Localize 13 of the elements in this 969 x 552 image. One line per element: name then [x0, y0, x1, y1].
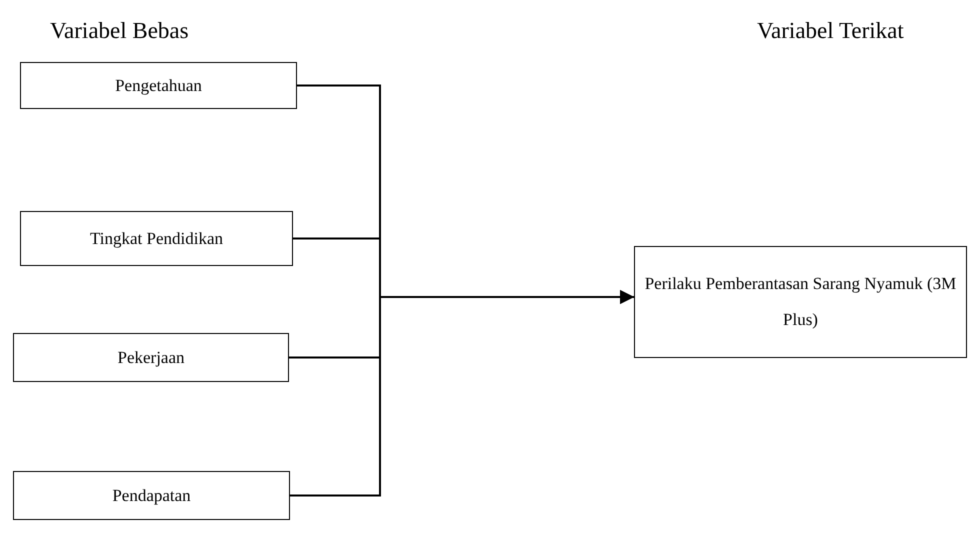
variable-box — [20, 211, 293, 266]
column-heading: Variabel Terikat — [757, 18, 904, 44]
variable-box — [20, 62, 297, 109]
column-heading: Variabel Bebas — [50, 18, 189, 44]
node-text: Pekerjaan — [117, 346, 185, 369]
node-text: Tingkat Pendidikan — [90, 228, 224, 250]
outcome-box — [634, 246, 967, 358]
connector-arrow — [290, 290, 634, 496]
variable-box — [13, 333, 289, 382]
node-text: Pengetahuan — [115, 74, 202, 97]
variable-box — [13, 471, 290, 520]
node-text: Perilaku Pemberantasan Sarang Nyamuk (3M Plus) — [644, 273, 958, 331]
node-text: Pendapatan — [112, 484, 191, 507]
